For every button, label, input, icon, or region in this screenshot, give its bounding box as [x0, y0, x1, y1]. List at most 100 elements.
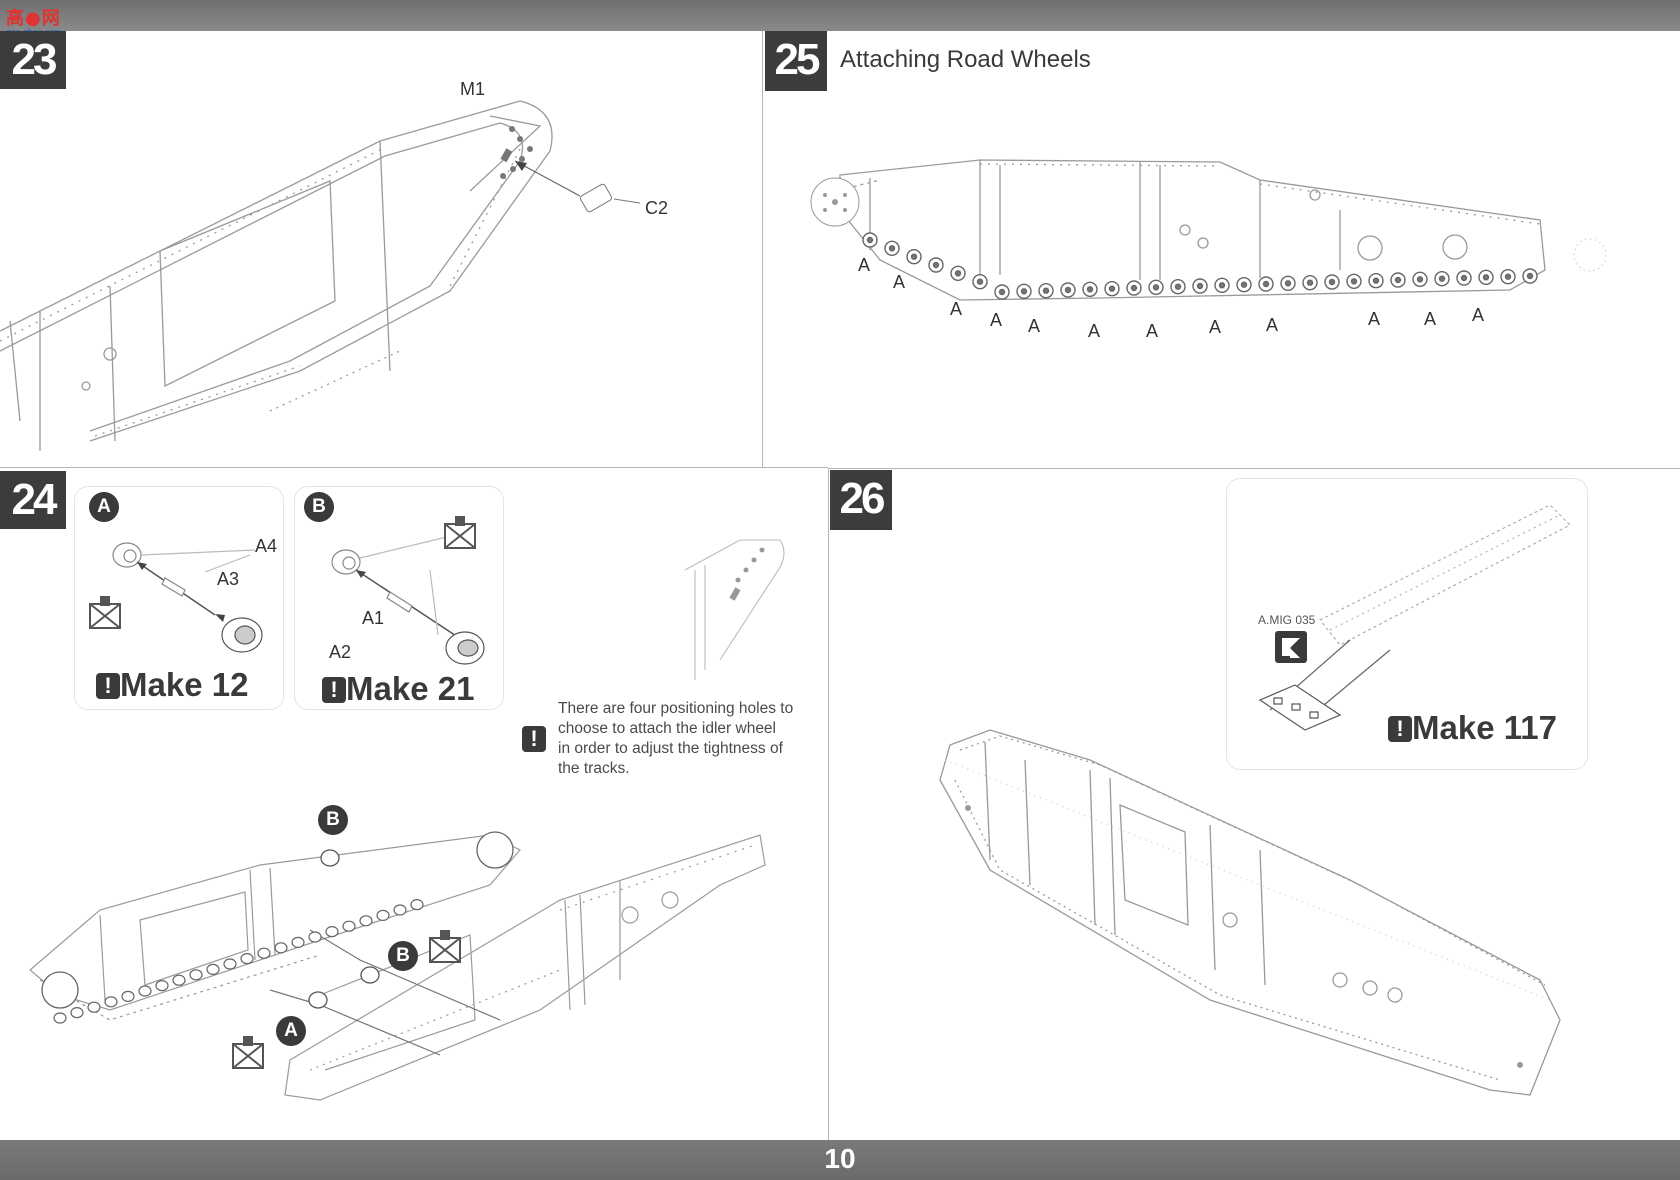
idler-positioning-note: There are four positioning holes to choo…	[558, 699, 818, 779]
top-bar	[0, 0, 1680, 31]
road-wheel-hub	[910, 253, 918, 260]
step-23-number: 23	[0, 31, 66, 89]
road-wheel-hub	[1504, 273, 1512, 280]
wheel-label-a-9: A	[1266, 315, 1279, 335]
step-23-hull-drawing	[0, 100, 641, 451]
track-road-wheel	[172, 974, 186, 986]
callout-badge-b-mid: B	[388, 941, 418, 971]
variant-a-make-quantity: !Make 12	[96, 666, 248, 704]
note-line: the tracks.	[558, 760, 630, 777]
road-wheel-hub	[1460, 274, 1468, 282]
track-road-wheel	[155, 980, 169, 992]
road-wheel-hub	[1394, 276, 1402, 284]
road-wheel-hub	[1042, 287, 1050, 294]
variant-b-make-quantity: !Make 21	[322, 670, 474, 708]
no-glue-icon-a	[89, 596, 121, 629]
variant-b-badge: B	[304, 492, 334, 522]
track-road-wheel	[121, 990, 135, 1002]
step-24-number: 24	[0, 471, 66, 529]
wheel-label-a-3: A	[950, 299, 963, 319]
track-link-detail-drawing	[1258, 504, 1571, 731]
step-25-road-wheel-drawing	[810, 159, 1607, 301]
watermark-logo: 高●网gao-shou.com	[6, 8, 61, 36]
road-wheel-hub	[1350, 278, 1358, 285]
track-road-wheel	[240, 953, 254, 965]
road-wheel-hub	[1526, 272, 1534, 280]
track-road-wheel	[223, 958, 237, 970]
wheel-label-a-2: A	[893, 272, 906, 292]
wheel-label-a-5: A	[1028, 316, 1041, 336]
wheel-label-a-6: A	[1088, 321, 1101, 341]
divider-horizontal-left	[0, 467, 828, 468]
road-wheel-hub	[1306, 279, 1314, 286]
page-number: 10	[824, 1143, 856, 1174]
track-road-wheel	[359, 915, 373, 927]
divider-horizontal-right	[828, 468, 1680, 469]
road-wheel-hub	[1152, 284, 1160, 291]
track-road-wheel	[70, 1007, 84, 1019]
paint-code-label: A.MIG 035	[1258, 613, 1316, 627]
road-wheel-hub	[1174, 283, 1182, 290]
road-wheel-hub	[1328, 278, 1336, 286]
track-road-wheel	[274, 942, 288, 954]
variant-a-badge: A	[89, 492, 119, 522]
part-label-c2: C2	[645, 198, 669, 218]
road-wheel-hub	[1108, 285, 1116, 292]
road-wheel-hub	[1064, 286, 1072, 294]
warning-icon: !	[1388, 716, 1412, 742]
road-wheel-hub	[1218, 282, 1226, 289]
wheel-label-a-12: A	[1472, 305, 1485, 325]
part-label-m1: M1	[460, 79, 486, 99]
track-road-wheel	[257, 947, 271, 959]
road-wheel-hub	[888, 245, 896, 252]
divider-vertical-top	[762, 31, 763, 467]
callout-badge-a: A	[276, 1016, 306, 1046]
track-road-wheel	[87, 1001, 101, 1013]
note-line: in order to adjust the tightness of	[558, 740, 783, 757]
step-26-make-quantity: !Make 117	[1388, 709, 1557, 747]
road-wheel-hub	[998, 288, 1006, 296]
divider-vertical-bottom	[828, 468, 829, 1140]
no-glue-icon-b	[444, 516, 476, 549]
track-road-wheel	[291, 936, 305, 949]
road-wheel-hub	[1240, 281, 1248, 288]
warning-icon: !	[96, 673, 120, 699]
note-line: choose to attach the idler wheel	[558, 720, 776, 737]
road-wheel-hub	[1086, 286, 1094, 293]
track-road-wheel	[138, 985, 152, 997]
warning-icon: !	[522, 726, 546, 752]
callout-badge-b-top: B	[318, 805, 348, 835]
road-wheel-hub	[1130, 284, 1138, 292]
road-wheel-hub	[932, 261, 940, 269]
step-25-title: Attaching Road Wheels	[840, 46, 1091, 73]
road-wheel-hub	[1416, 276, 1424, 283]
track-road-wheel	[393, 904, 407, 916]
bottom-bar	[0, 1140, 1680, 1180]
variant-a-idler-drawing	[112, 542, 263, 653]
step-26-tracked-hull-drawing	[939, 729, 1561, 1096]
wheel-label-a-7: A	[1146, 321, 1159, 341]
road-wheel-hub	[866, 236, 874, 244]
wheel-label-a-10: A	[1368, 309, 1381, 329]
track-road-wheel	[189, 969, 203, 981]
road-wheel-hub	[1284, 280, 1292, 287]
road-wheel-hub	[1196, 282, 1204, 290]
track-road-wheel	[104, 996, 118, 1008]
road-wheel-hub	[1020, 288, 1028, 295]
warning-icon: !	[322, 677, 346, 703]
road-wheel-hub	[1262, 280, 1270, 288]
step-26-number: 26	[830, 470, 892, 530]
road-wheel-hub	[1372, 277, 1380, 284]
track-road-wheel	[376, 909, 390, 922]
wheel-label-a-1: A	[858, 255, 871, 275]
wheel-label-a-11: A	[1424, 309, 1437, 329]
road-wheel-hub	[1438, 275, 1446, 282]
part-label-a3: A3	[217, 569, 240, 589]
paint-icon	[1275, 631, 1307, 663]
wheel-label-a-4: A	[990, 310, 1003, 330]
track-road-wheel	[410, 898, 424, 911]
step-25-number: 25	[765, 31, 827, 91]
track-road-wheel	[53, 1012, 67, 1024]
note-line: There are four positioning holes to	[558, 700, 794, 717]
variant-b-idler-drawing	[331, 534, 485, 665]
